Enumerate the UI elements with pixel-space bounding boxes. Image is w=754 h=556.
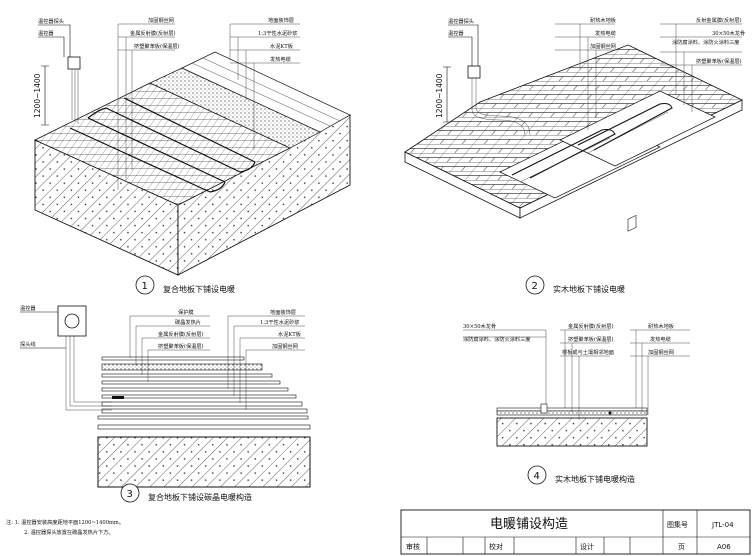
fig1-label-thermostat: 温控器	[38, 29, 54, 37]
fig4-number: 4	[534, 471, 540, 482]
fig2-label-coating: 涂防腐涂料、涂防火涂料三度	[672, 38, 739, 46]
fig1-label-insul: 挤塑聚苯板(保温层)	[134, 42, 180, 50]
fig3-caption: 复合地板下铺设碳晶电暖构造	[148, 492, 252, 502]
figure-1: 1200~1400 温控器探头 温控器 加固钢丝网 金属反射膜(反射层) 挤塑聚…	[33, 16, 351, 295]
fig4-label-reflect: 金属反射膜(反射层)	[568, 322, 614, 330]
fig3-label-thermostat: 温控器	[20, 304, 36, 312]
fig3-label-film: 保护膜	[178, 308, 194, 316]
fig4-label-cable: 发热电缆	[650, 335, 671, 343]
fig2-label-insul: 挤塑聚苯板(保温层)	[696, 57, 742, 65]
figure-3: 温控器 探头线 保护膜 碳晶发热片 金属反射膜(反射层) 挤塑聚苯板(保温层) …	[20, 304, 311, 503]
fig4-label-floor: 耐热木地板	[648, 322, 675, 330]
atlas-label: 图集号	[667, 520, 688, 529]
fig4-label-slab: 楼板或与土壤相邻地面	[562, 348, 614, 356]
fig2-number: 2	[532, 281, 538, 292]
fig3-label-mortar: 1:3干性水泥砂浆	[260, 318, 299, 326]
atlas-value: JTL-04	[711, 521, 734, 529]
fig1-label-probe: 温控器探头	[38, 17, 64, 25]
fig1-label-reflect: 金属反射膜(反射层)	[130, 29, 176, 37]
fig3-label-mesh: 加固钢丝网	[272, 342, 298, 350]
note-2: 2. 温控器探头放置在碳晶发热片下方。	[24, 528, 114, 536]
design-label: 设计	[580, 542, 594, 551]
title-block-title: 电暖铺设构造	[490, 517, 568, 532]
fig3-label-finish: 地面装饰层	[270, 308, 296, 316]
fig1-caption: 复合地板下铺设电暖	[163, 284, 235, 294]
fig3-label-reflect: 金属反射膜(反射层)	[158, 330, 204, 338]
fig3-label-kt: 水泥KT板	[278, 330, 302, 338]
fig1-number: 1	[142, 281, 148, 292]
fig2-caption: 实木地板下铺设电暖	[553, 284, 625, 294]
fig2-dim-text: 1200~1400	[435, 73, 444, 118]
page-label: 页	[678, 543, 685, 551]
fig4-label-insul: 挤塑聚苯板(保温层)	[568, 335, 614, 343]
fig1-dim-text: 1200~1400	[33, 73, 42, 118]
figure-2: 1200~1400 温控器探头 温控器 耐热木地板 发热电缆 加固钢丝网 反射金…	[404, 16, 745, 295]
fig4-label-mesh: 加固钢丝网	[648, 348, 674, 356]
fig2-label-reflect: 反射金属膜(反射层)	[696, 16, 742, 24]
fig3-number: 3	[127, 489, 133, 500]
fig2-label-cable: 发热电缆	[595, 29, 616, 37]
fig4-caption: 实木地板下铺电暖构造	[555, 474, 635, 484]
fig3-label-carbon: 碳晶发热片	[175, 318, 201, 326]
fig2-label-probe: 温控器探头	[448, 17, 474, 25]
fig1-label-mesh: 加固钢丝网	[148, 16, 174, 24]
review-label: 审核	[406, 542, 420, 551]
fig2-label-mesh: 加固钢丝网	[590, 42, 616, 50]
fig1-label-cable: 发热电缆	[270, 55, 291, 63]
fig1-label-mortar: 1:3干性水泥砂浆	[258, 29, 297, 37]
fig2-label-joist: 30×50木龙骨	[712, 29, 745, 37]
title-block: 电暖铺设构造 图集号 JTL-04 审核 校对 设计 页 A06	[400, 509, 751, 555]
fig3-label-probe: 探头线	[20, 340, 36, 348]
fig4-label-coating: 涂防腐涂料、涂防火涂料三度	[463, 335, 530, 343]
figure-4: 30×50木龙骨 涂防腐涂料、涂防火涂料三度 金属反射膜(反射层) 挤塑聚苯板(…	[463, 322, 690, 485]
note-1: 注: 1. 温控器安装高度距地平面1200~1400mm。	[6, 518, 124, 526]
fig4-label-joist: 30×50木龙骨	[463, 322, 496, 330]
check-label: 校对	[489, 542, 503, 551]
fig2-label-floor: 耐热木地板	[590, 16, 617, 24]
fig1-label-kt: 水泥KT板	[270, 42, 294, 50]
fig1-label-finish: 地面装饰层	[268, 16, 294, 24]
page-value: A06	[717, 543, 731, 551]
fig3-label-insul: 挤塑聚苯板(保温层)	[158, 342, 204, 350]
fig2-label-thermostat: 温控器	[448, 29, 464, 37]
